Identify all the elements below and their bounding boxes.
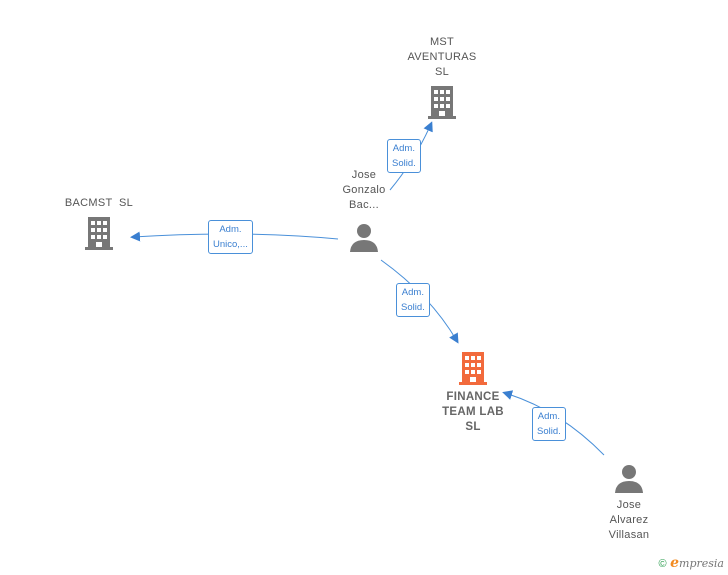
edge-label-line: Unico,... <box>213 239 248 250</box>
edge-label-to-finance[interactable]: Adm. Solid. <box>396 283 430 317</box>
node-label: FINANCE TEAM LAB SL <box>428 390 518 435</box>
node-label: MST AVENTURAS SL <box>396 35 488 80</box>
edge-label-line: Adm. <box>219 224 242 235</box>
label-line: Villasan <box>608 529 650 541</box>
copyright-symbol: © <box>658 558 667 570</box>
edge-label-line: Adm. <box>392 143 415 154</box>
edge-label-line: Solid. <box>537 426 561 437</box>
brand-initial: e <box>670 555 680 571</box>
label-line: AVENTURAS <box>407 51 477 63</box>
label-line: Gonzalo <box>342 184 386 196</box>
edge-label-line: Adm. <box>537 411 560 422</box>
person-icon <box>350 224 378 252</box>
label-line: MST <box>429 36 455 48</box>
edge-label-to-bacmst[interactable]: Adm. Unico,... <box>208 220 253 254</box>
edge-label-to-mst[interactable]: Adm. Solid. <box>387 139 421 173</box>
label-line: TEAM LAB <box>442 406 504 418</box>
label-line: Jose <box>351 169 377 181</box>
label-line: Bac... <box>349 199 379 211</box>
building-icon <box>428 86 456 119</box>
edge-label-line: Adm. <box>401 287 424 298</box>
label-line: SL <box>465 421 481 433</box>
node-finance-team-lab[interactable]: FINANCE TEAM LAB SL <box>428 350 518 435</box>
empresia-watermark: © empresia <box>659 555 725 571</box>
node-label: Jose Alvarez Villasan <box>592 498 666 543</box>
node-bacmst[interactable]: BACMST SL <box>56 196 142 251</box>
edge-label-line: Solid. <box>392 158 416 169</box>
node-mst-aventuras[interactable]: MST AVENTURAS SL <box>396 35 488 120</box>
brand-name: mpresia <box>679 557 724 570</box>
label-line: BACMST SL <box>64 197 134 209</box>
edge-label-line: Solid. <box>401 302 425 313</box>
building-icon <box>459 352 487 385</box>
label-line: Alvarez <box>609 514 649 526</box>
edge-label-alvarez-to-finance[interactable]: Adm. Solid. <box>532 407 566 441</box>
node-jose-alvarez[interactable]: Jose Alvarez Villasan <box>592 462 666 543</box>
label-line: SL <box>434 66 450 78</box>
label-line: FINANCE <box>446 391 500 403</box>
node-jose-gonzalo[interactable]: Jose Gonzalo Bac... <box>328 168 400 253</box>
person-icon <box>615 465 643 493</box>
node-label: BACMST SL <box>56 196 142 211</box>
building-icon <box>85 217 113 250</box>
node-label: Jose Gonzalo Bac... <box>328 168 400 213</box>
label-line: Jose <box>616 499 642 511</box>
